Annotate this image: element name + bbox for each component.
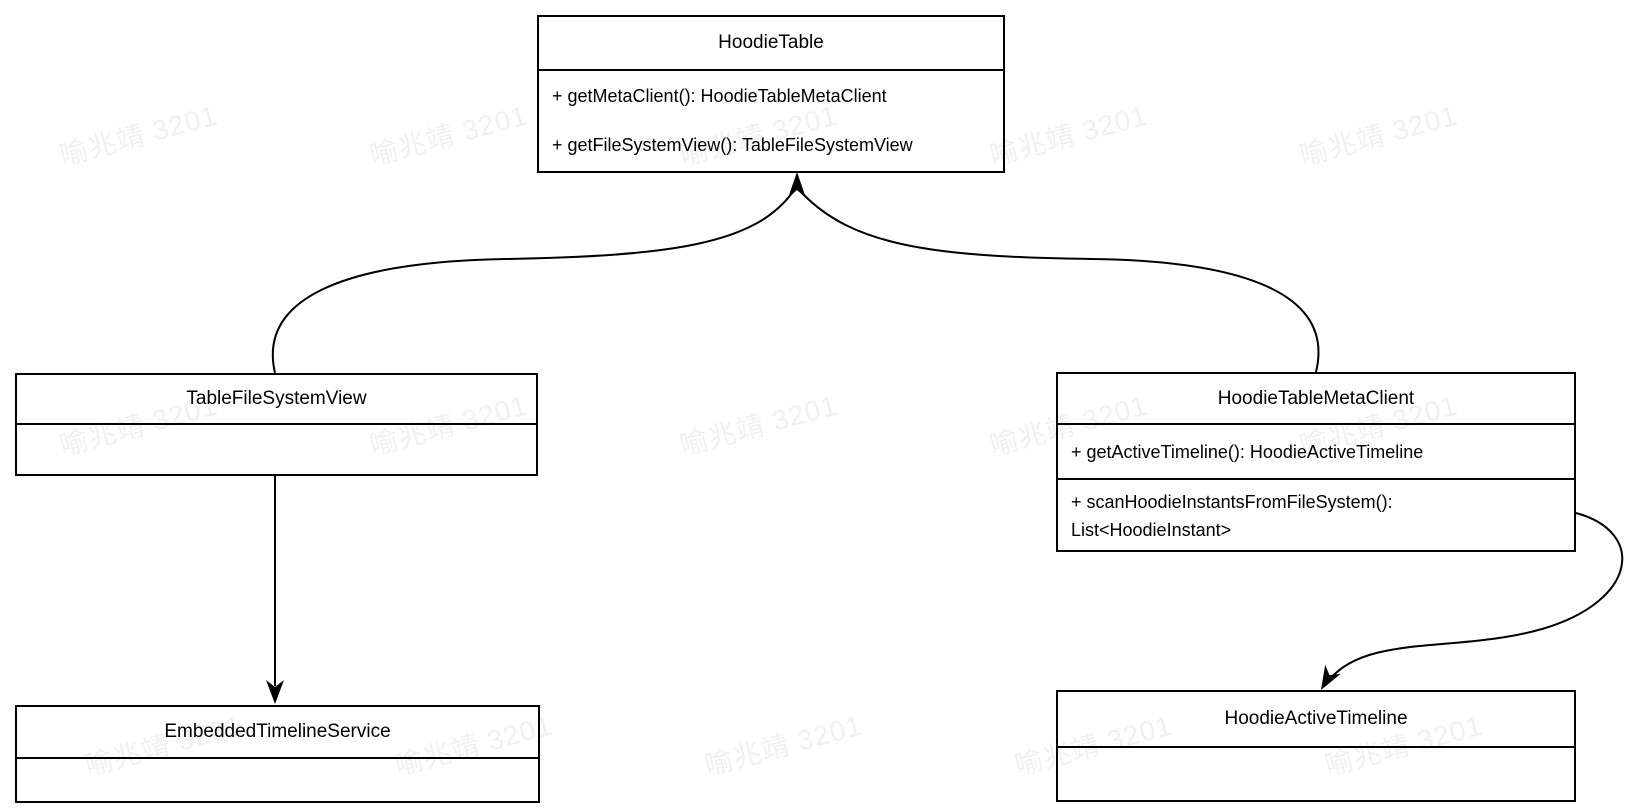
class-title-embeddedtimelineservice: EmbeddedTimelineService: [164, 721, 391, 742]
method-getfilesystemview: + getFileSystemView(): TableFileSystemVi…: [552, 135, 913, 155]
empty-compartment: [17, 757, 538, 801]
edge-tablefilesystemview-to-hoodietable[interactable]: [271, 192, 793, 374]
edge-hoodietablemetaclient-to-hoodieactivetimeline[interactable]: [1313, 512, 1624, 695]
class-hoodietablemetaclient[interactable]: HoodieTableMetaClient + getActiveTimelin…: [1056, 372, 1576, 552]
arrowhead-down-hoodieactivetimeline: [1321, 664, 1341, 690]
class-title-hoodietablemetaclient: HoodieTableMetaClient: [1217, 387, 1415, 409]
arrowhead-down-embeddedtimelineservice: [266, 680, 284, 704]
class-hoodietable[interactable]: HoodieTable + getMetaClient(): HoodieTab…: [537, 15, 1005, 173]
class-embeddedtimelineservice[interactable]: EmbeddedTimelineService: [15, 705, 540, 803]
method-compartment: + scanHoodieInstantsFromFileSystem(): Li…: [1058, 478, 1574, 550]
arrowhead-up-hoodietable: [788, 172, 806, 198]
edge-hoodietablemetaclient-to-hoodietable[interactable]: [801, 192, 1320, 373]
empty-compartment: [17, 423, 536, 474]
method-getactivetimeline: + getActiveTimeline(): HoodieActiveTimel…: [1071, 441, 1424, 462]
edge-tablefilesystemview-to-embeddedtimelineservice[interactable]: [266, 476, 284, 704]
class-title-hoodietable: HoodieTable: [718, 32, 824, 53]
methods-compartment: + getMetaClient(): HoodieTableMetaClient…: [539, 69, 1003, 171]
method-scanhoodieinstants: + scanHoodieInstantsFromFileSystem(): Li…: [1071, 492, 1393, 540]
class-title-tablefilesystemview: TableFileSystemView: [186, 388, 367, 409]
empty-compartment: [1058, 746, 1574, 800]
method-getmetaclient: + getMetaClient(): HoodieTableMetaClient: [552, 86, 887, 106]
method-compartment: + getActiveTimeline(): HoodieActiveTimel…: [1058, 423, 1574, 478]
class-hoodieactivetimeline[interactable]: HoodieActiveTimeline: [1056, 690, 1576, 802]
class-title-hoodieactivetimeline: HoodieActiveTimeline: [1224, 708, 1408, 729]
class-tablefilesystemview[interactable]: TableFileSystemView: [15, 373, 538, 476]
